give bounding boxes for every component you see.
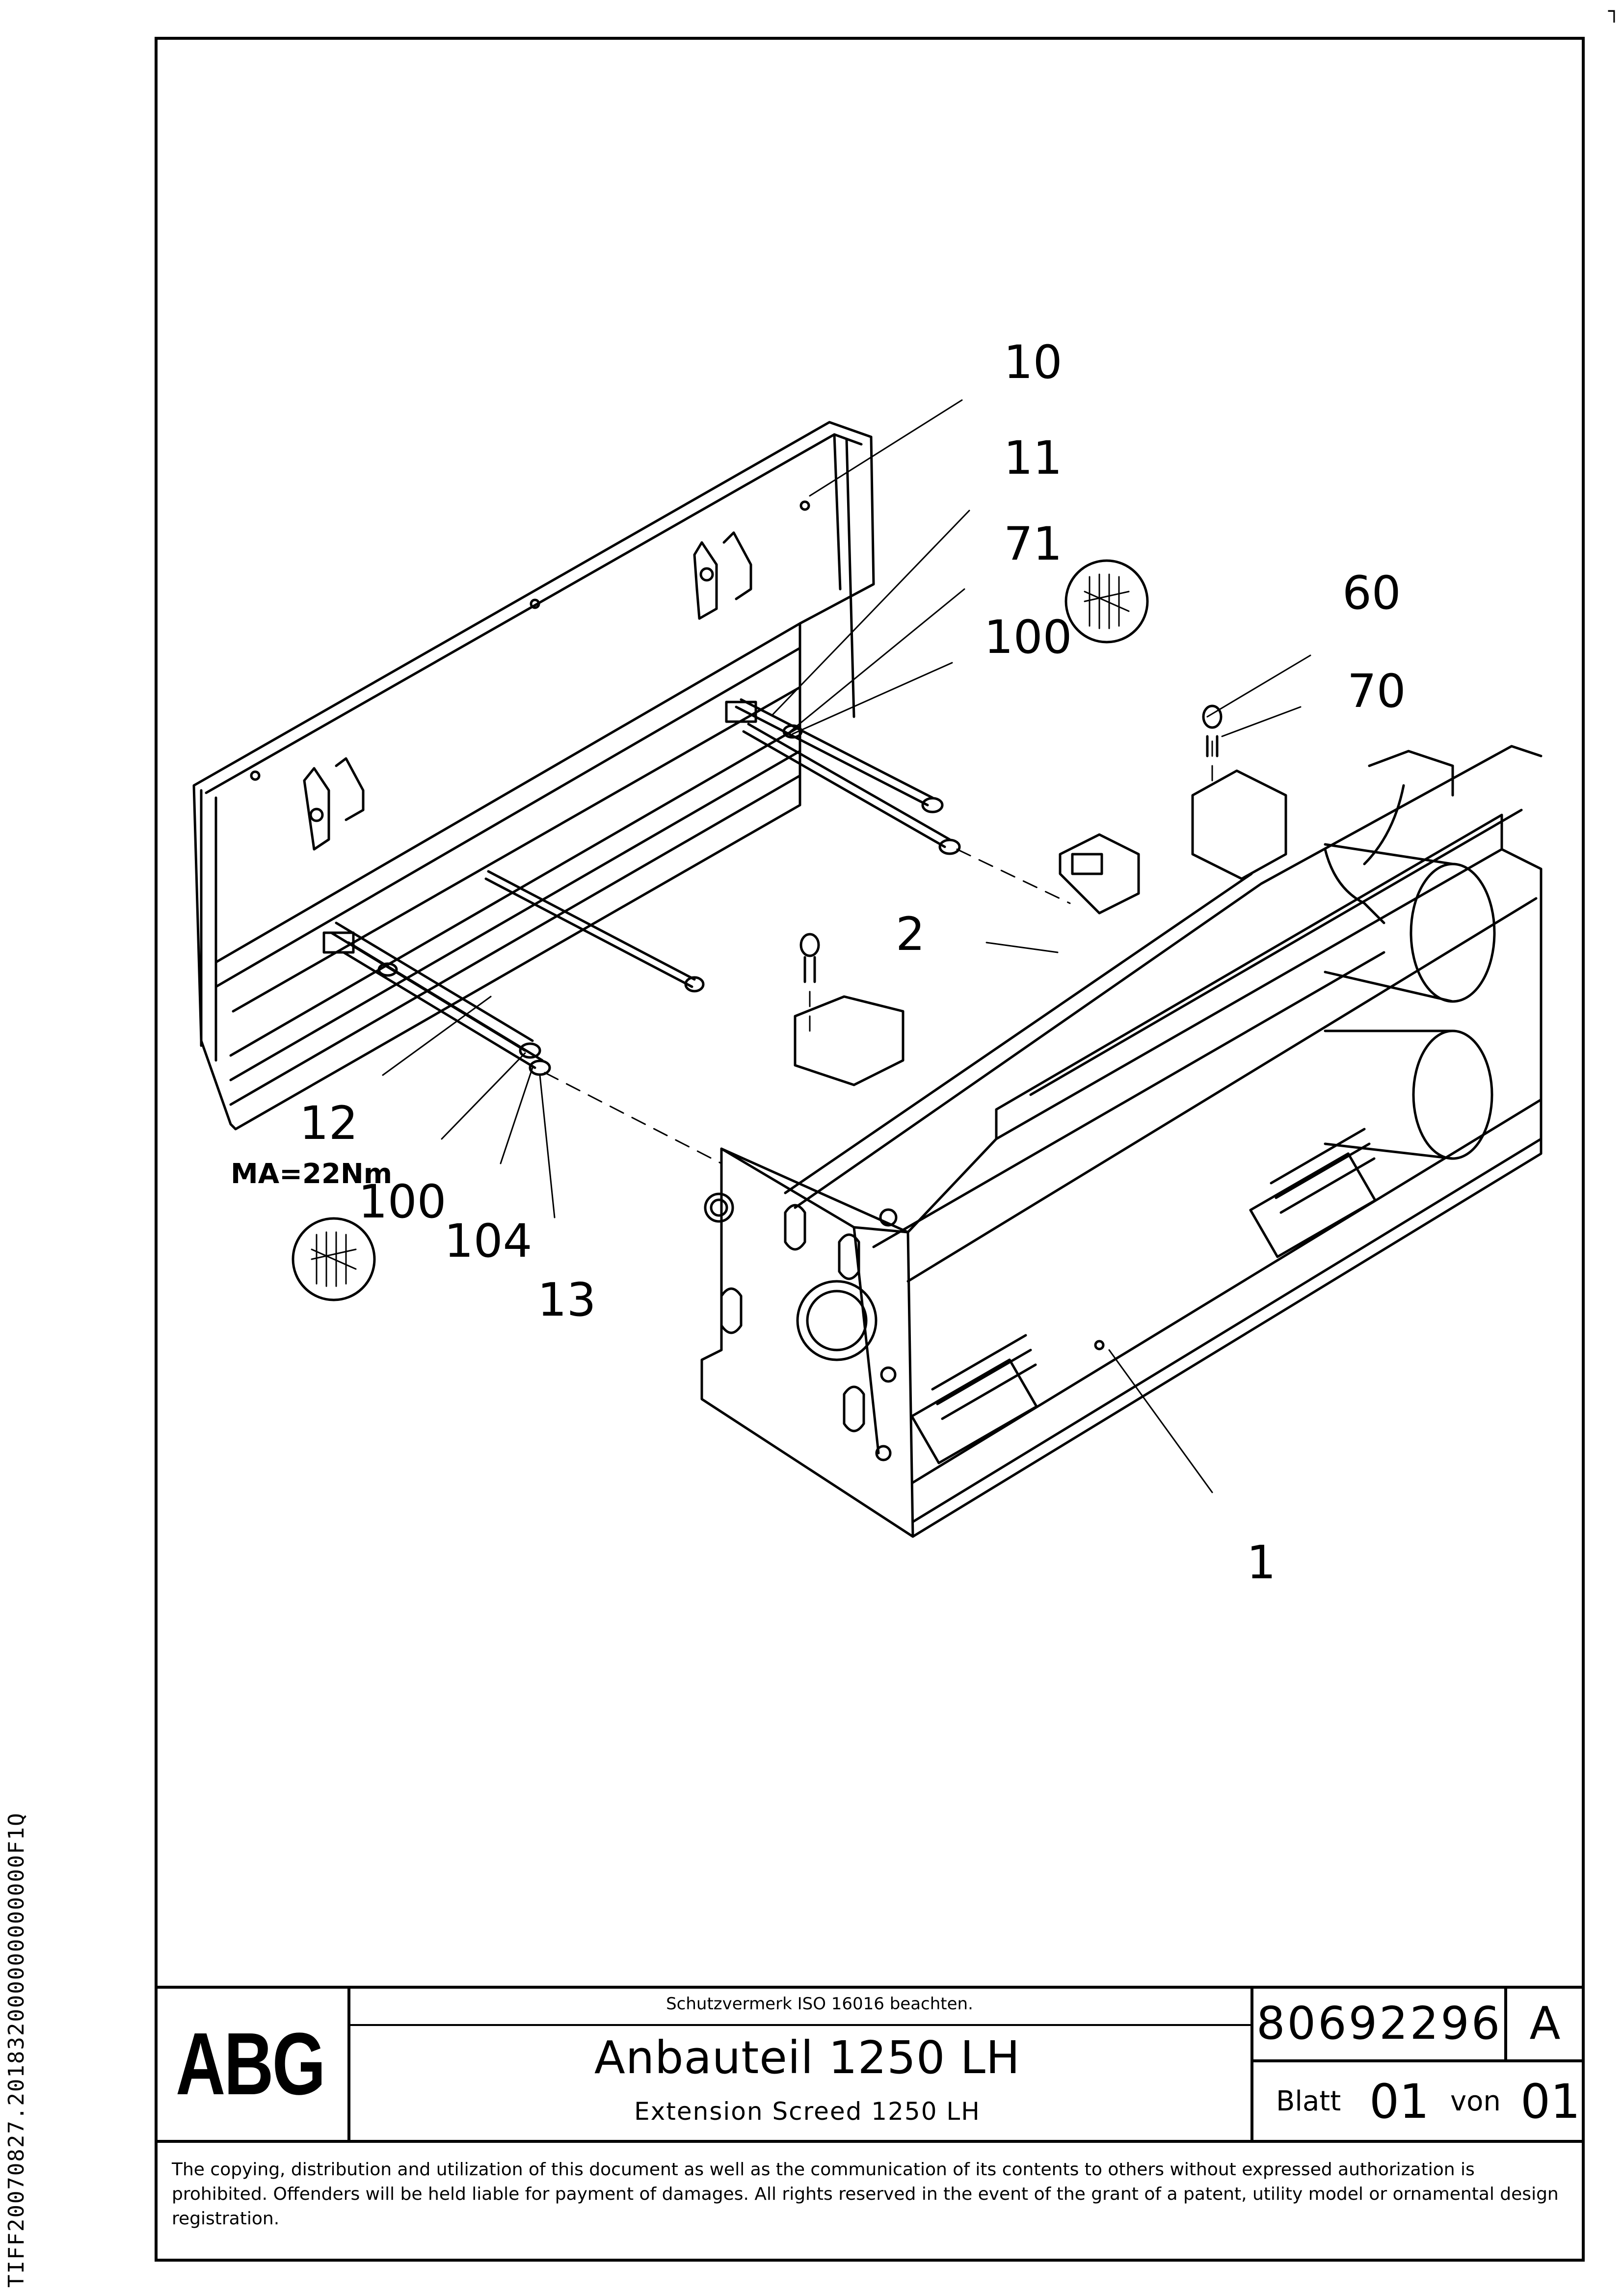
drawing-title-english: Extension Screed 1250 LH — [634, 2097, 981, 2126]
callout-100-bottom: 100 — [358, 1175, 446, 1229]
callout-60: 60 — [1342, 567, 1401, 620]
corner-mark: ┐ — [1608, 0, 1620, 23]
callout-104: 104 — [444, 1215, 532, 1268]
callout-1: 1 — [1247, 1536, 1276, 1590]
sheet-number: 01 — [1369, 2074, 1430, 2129]
callout-70: 70 — [1347, 665, 1406, 718]
sheet-total: 01 — [1520, 2074, 1581, 2129]
callout-100-top: 100 — [984, 611, 1072, 664]
copyright-notice: The copying, distribution and utilizatio… — [172, 2160, 1559, 2229]
abg-logo: ABG — [176, 2015, 326, 2113]
drawing-frame — [155, 37, 1585, 2262]
protection-notice: Schutzvermerk ISO 16016 beachten. — [666, 1994, 973, 2014]
callout-71: 71 — [1004, 517, 1063, 571]
thread-sealant-symbols — [292, 559, 1149, 1301]
document-number: 80692296 — [1256, 1997, 1502, 2050]
title-block — [155, 1986, 1585, 2143]
revision-letter: A — [1529, 1997, 1561, 2050]
sheet-label: Blatt — [1276, 2085, 1341, 2117]
torque-spec: MA=22Nm — [231, 1158, 392, 1190]
alignment-lines — [544, 740, 1213, 1164]
drawing-title-german: Anbauteil 1250 LH — [594, 2031, 1021, 2084]
callout-2: 2 — [896, 908, 925, 961]
callout-13: 13 — [537, 1273, 596, 1327]
callout-10: 10 — [1004, 336, 1063, 389]
extension-frame — [700, 704, 1543, 1538]
hydraulic-tubes — [330, 698, 961, 1076]
callout-12: 12 — [299, 1097, 358, 1150]
sheet-of-label: von — [1450, 2085, 1501, 2117]
callout-11: 11 — [1004, 432, 1063, 485]
screed-plate — [192, 421, 875, 1131]
leader-lines — [382, 399, 1311, 1493]
